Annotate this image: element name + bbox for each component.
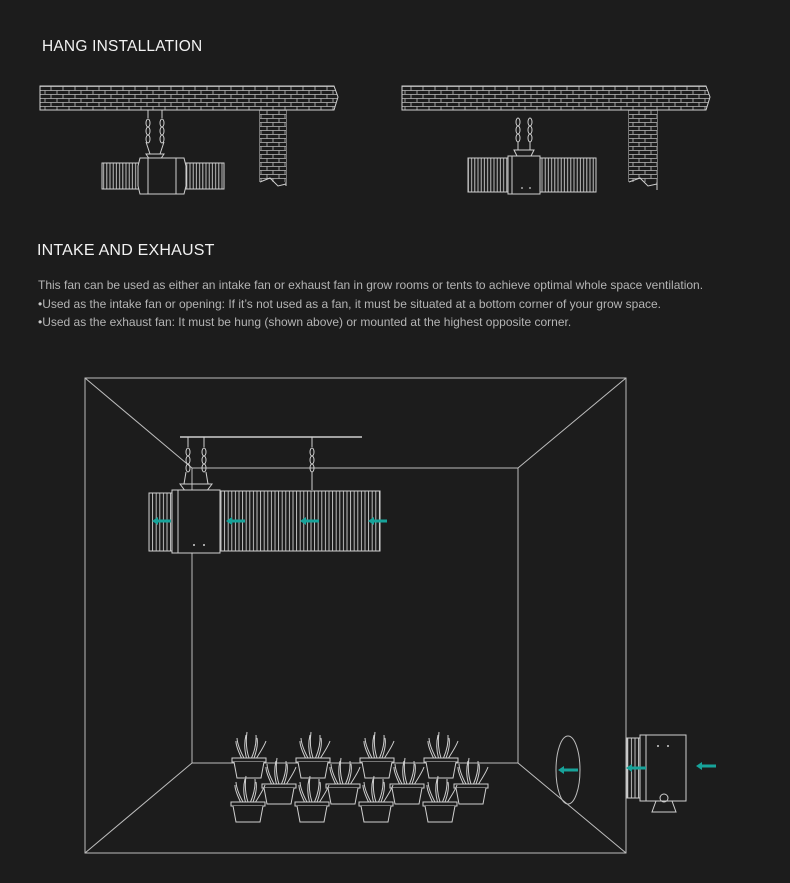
bullet-intake-text: Used as the intake fan or opening: If it… xyxy=(42,296,661,311)
potted-plant-icon xyxy=(294,775,330,823)
potted-plant-icon xyxy=(261,757,297,805)
hanging-chain-icon xyxy=(179,437,315,493)
potted-plant-icon xyxy=(295,731,331,779)
intro-paragraph: This fan can be used as either an intake… xyxy=(38,278,704,292)
hanging-chain-icon xyxy=(145,110,165,161)
wall-opening xyxy=(555,735,581,805)
airflow-arrow-icon xyxy=(152,517,387,525)
potted-plant-icon xyxy=(230,775,266,823)
grow-room-illustration xyxy=(84,377,716,854)
brick-wall-icon xyxy=(39,85,339,187)
bullet-exhaust-text: Used as the exhaust fan: It must be hung… xyxy=(42,315,572,329)
bullet-intake: •Used as the intake fan or opening: If i… xyxy=(38,295,718,314)
bullet-marker: • xyxy=(38,315,43,329)
potted-plant-icon xyxy=(389,757,425,805)
bullet-exhaust: •Used as the exhaust fan: It must be hun… xyxy=(38,313,718,332)
hang-installation-title: HANG INSTALLATION xyxy=(42,38,203,55)
hanging-chain-icon xyxy=(513,117,535,159)
potted-plant-icon xyxy=(453,757,489,805)
bullet-marker: • xyxy=(38,296,43,311)
hang-installation-illustration xyxy=(39,85,711,195)
intake-exhaust-title: INTAKE AND EXHAUST xyxy=(37,242,215,259)
potted-plant-icon xyxy=(422,775,458,823)
plants-group xyxy=(230,731,489,823)
inline-duct-fan-icon xyxy=(101,157,225,195)
intake-exhaust-description: This fan can be used as either an intake… xyxy=(38,276,718,332)
airflow-arrow-icon xyxy=(558,762,716,774)
brick-wall-icon xyxy=(401,85,711,190)
potted-plant-icon xyxy=(423,731,459,779)
potted-plant-icon xyxy=(358,775,394,823)
inline-duct-fan-icon xyxy=(626,734,687,813)
grow-room-outline xyxy=(84,377,627,854)
potted-plant-icon xyxy=(359,731,395,779)
inline-duct-fan-icon xyxy=(171,489,221,554)
potted-plant-icon xyxy=(325,757,361,805)
potted-plant-icon xyxy=(231,731,267,779)
inline-duct-fan-icon xyxy=(467,155,597,195)
